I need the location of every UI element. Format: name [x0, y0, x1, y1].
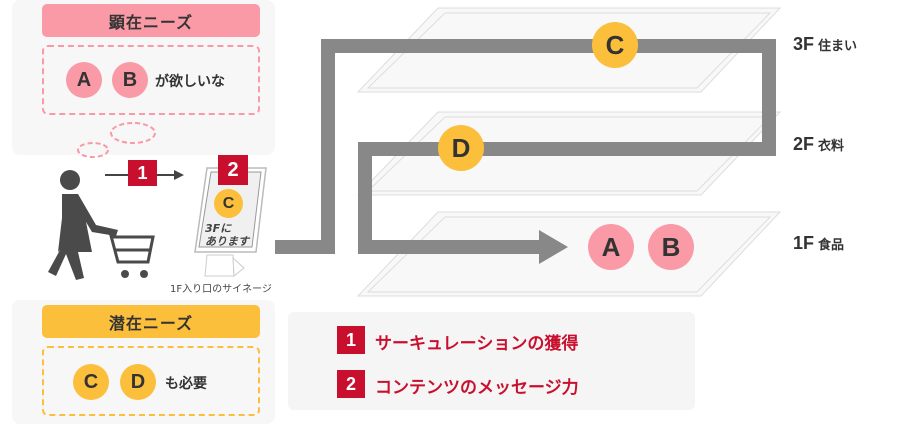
floor-name: 衣料: [818, 139, 845, 154]
item-badge-c: C: [73, 364, 109, 400]
legend-badge-1: 1: [337, 326, 365, 354]
latent-needs-box: [42, 346, 260, 416]
item-badge-a: A: [66, 62, 102, 98]
arrow-head: [174, 170, 184, 180]
sign-line-2: あります: [205, 235, 249, 248]
item-badge-d: D: [120, 364, 156, 400]
sign-item-c: C: [214, 189, 243, 218]
sign-line-1: 3Fに: [205, 222, 232, 235]
explicit-needs-text: が欲しいな: [155, 74, 225, 90]
shopper-icon: [48, 170, 118, 280]
legend-panel: [288, 312, 695, 410]
floor-name: 住まい: [818, 39, 858, 54]
cart-wheel: [140, 270, 148, 278]
cart-icon: [99, 226, 155, 264]
thought-bubble: [77, 142, 109, 158]
circulation-path: [275, 39, 776, 254]
cart-wheel: [121, 270, 129, 278]
floor-item-d: D: [438, 125, 484, 171]
explicit-needs-title: 顕在ニーズ: [42, 4, 260, 37]
thought-bubble: [110, 122, 156, 144]
path-arrowhead: [539, 230, 568, 264]
floor-item-c: C: [592, 22, 638, 68]
floor-item-b: B: [648, 224, 694, 270]
floor-level: 1F: [793, 233, 815, 253]
floor-level: 2F: [793, 134, 815, 154]
legend-badge-2: 2: [337, 370, 365, 398]
legend-label-1: サーキュレーションの獲得: [375, 334, 579, 354]
signage-caption: 1F入り口のサイネージ: [170, 284, 272, 295]
legend-label-2: コンテンツのメッセージ力: [375, 378, 579, 398]
step-badge-1: 1: [128, 160, 157, 186]
floor-item-a: A: [588, 224, 634, 270]
step-badge-2: 2: [218, 155, 248, 185]
item-badge-b: B: [112, 62, 148, 98]
floor-name: 食品: [818, 238, 845, 253]
sign-message: 3Fに あります: [205, 222, 249, 248]
latent-needs-title: 潜在ニーズ: [42, 305, 260, 338]
latent-needs-text: も必要: [165, 376, 207, 392]
explicit-needs-box: [42, 45, 260, 115]
floor-level: 3F: [793, 34, 815, 54]
